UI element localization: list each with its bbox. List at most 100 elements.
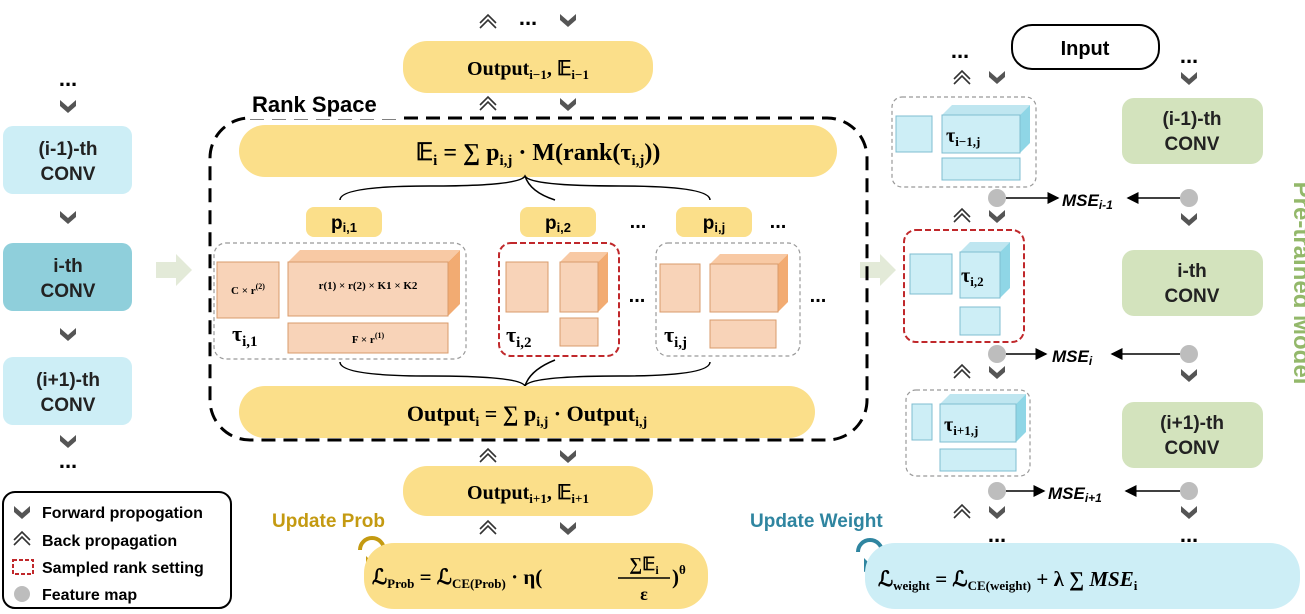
- left-column: ... (i-1)-th CONV i-th CONV (i+1)-th CON…: [3, 66, 132, 473]
- cand-ellipsis-1: ...: [629, 285, 646, 307]
- pretrained-block-next: [1122, 402, 1263, 468]
- loss-prob-numerator: ∑𝔼i: [629, 554, 659, 577]
- output-sum-box: [239, 386, 815, 438]
- chevron-up-icon: [479, 520, 497, 535]
- cand2-tensor-front: [559, 261, 599, 313]
- pretrained-feature-cur: [1180, 345, 1198, 363]
- tau-prev-factor: [941, 157, 1021, 181]
- center-top-ellipsis: ...: [519, 5, 537, 30]
- center-bottom: Outputi+1, 𝔼i+1 Update Prob ℒProb = ℒCE(…: [272, 448, 708, 609]
- right-bottom-ellipsis-1: ...: [988, 522, 1006, 547]
- brace-bottom: [339, 361, 711, 388]
- chevron-down-icon: [1181, 72, 1197, 85]
- chevron-down-icon: [60, 211, 76, 224]
- left-bottom-ellipsis: ...: [59, 448, 77, 473]
- chevron-down-icon: [989, 506, 1005, 519]
- cand2-factor-block: [559, 317, 599, 347]
- right-top-ellipsis-2: ...: [1180, 43, 1198, 68]
- candj-tensor-front: [709, 263, 779, 313]
- cand2-core-block: [505, 261, 549, 313]
- tau-prev-top: [942, 105, 1030, 115]
- chevron-down-icon: [60, 328, 76, 341]
- prob-ellipsis-1: ...: [630, 211, 647, 233]
- brace-top: [339, 174, 711, 201]
- left-block-prev: [3, 126, 132, 194]
- legend: Forward propogation Back propagation Sam…: [2, 491, 232, 609]
- pretrained-next-line2: CONV: [1165, 438, 1220, 459]
- cand1-tensor-top: [288, 250, 460, 262]
- tau-next-factor: [939, 448, 1017, 472]
- prob-ellipsis-2: ...: [770, 211, 787, 233]
- loss-weight-formula: ℒweight = ℒCE(weight) + λ ∑ MSEi: [878, 567, 1138, 593]
- tauj: τi,j: [664, 322, 687, 351]
- chevron-up-icon: [479, 14, 497, 29]
- tau1: τi,1: [232, 321, 258, 350]
- center-top: ... Outputi−1, 𝔼i−1: [403, 5, 653, 111]
- tau-prev-side: [1020, 105, 1030, 153]
- output-sum-formula: Outputi = ∑ pi,j · Outputi,j: [407, 401, 647, 430]
- chevron-down-icon: [1181, 506, 1197, 519]
- tau-next-side: [1016, 394, 1026, 442]
- cand1-core-block: [216, 261, 280, 319]
- cand1-tensor-front: [287, 261, 449, 317]
- chevron-down-icon: [989, 71, 1005, 84]
- tau-cur-label: τi,2: [961, 265, 984, 289]
- cand1-core-text: C × r(2): [231, 282, 265, 297]
- feature-map-cur: [988, 345, 1006, 363]
- output-prev-box: [403, 41, 653, 93]
- chevron-down-icon: [1181, 369, 1197, 382]
- prob-label-2: pi,2: [545, 213, 571, 235]
- rank-space: Rank Space 𝔼i = ∑ pi,j · M(rank(τi,j)) p…: [208, 92, 869, 442]
- pretrained-block-prev: [1122, 98, 1263, 164]
- chevron-down-icon: [989, 366, 1005, 379]
- feature-map-icon: [14, 586, 30, 602]
- chevron-down-icon: [560, 98, 576, 111]
- rank-space-title-bg: [248, 93, 404, 119]
- tau-prev-front: [941, 114, 1021, 154]
- left-block-next-line1: (i+1)-th: [36, 370, 100, 391]
- tau2: τi,2: [506, 322, 532, 351]
- left-block-prev-line1: (i-1)-th: [38, 139, 97, 160]
- cand-ellipsis-2: ...: [810, 285, 827, 307]
- input-box: [1011, 24, 1160, 70]
- legend-sampled: Sampled rank setting: [42, 560, 204, 577]
- flow-arrow-icon: [860, 254, 896, 286]
- tau-next-top: [940, 394, 1026, 404]
- expectation-box: [239, 125, 837, 177]
- chevron-down-icon: [60, 100, 76, 113]
- mse-prev-label: MSEi-1: [1062, 191, 1113, 212]
- loss-prob-box: [364, 543, 708, 609]
- pretrained-feature-next: [1180, 482, 1198, 500]
- output-prev-text: Outputi−1, 𝔼i−1: [467, 58, 589, 82]
- cand2-tensor-top: [560, 252, 608, 262]
- legend-feature: Feature map: [42, 587, 137, 604]
- tau-next-front: [939, 403, 1017, 443]
- legend-forward: Forward propogation: [42, 505, 203, 522]
- chevron-down-icon: [989, 210, 1005, 223]
- chevron-up-icon: [953, 208, 971, 223]
- cand1-tensor-text: r(1) × r(2) × K1 × K2: [319, 280, 418, 292]
- brace-top-mid: [524, 175, 556, 201]
- tau-prev-core: [895, 115, 933, 153]
- left-block-next: [3, 357, 132, 425]
- prob-label-1: pi,1: [331, 213, 357, 235]
- legend-back: Back propagation: [42, 533, 177, 550]
- right-top-ellipsis-1: ...: [951, 38, 969, 63]
- chevron-down-icon: [560, 14, 576, 27]
- loss-prob-denominator: ε: [640, 584, 648, 604]
- chevron-up-icon: [479, 96, 497, 111]
- right-side: Input ... ... τi−1,j τi,2 τi+: [750, 24, 1305, 609]
- sampled-rank-icon: [12, 559, 34, 575]
- tau-next-core: [911, 403, 933, 441]
- left-block-next-line2: CONV: [41, 395, 96, 416]
- left-block-cur: [3, 243, 132, 311]
- tau-cur-side: [1000, 242, 1010, 298]
- loss-prob-close: )θ: [672, 562, 686, 589]
- input-label: Input: [1061, 38, 1110, 60]
- right-bottom-ellipsis-2: ...: [1180, 522, 1198, 547]
- candj-factor-block: [709, 319, 777, 349]
- tau-prev-label: τi−1,j: [946, 125, 980, 149]
- chevron-down-icon: [560, 522, 576, 535]
- pretrained-model-label: Pre-trained Model: [1288, 182, 1305, 385]
- candj-core-block: [659, 263, 701, 313]
